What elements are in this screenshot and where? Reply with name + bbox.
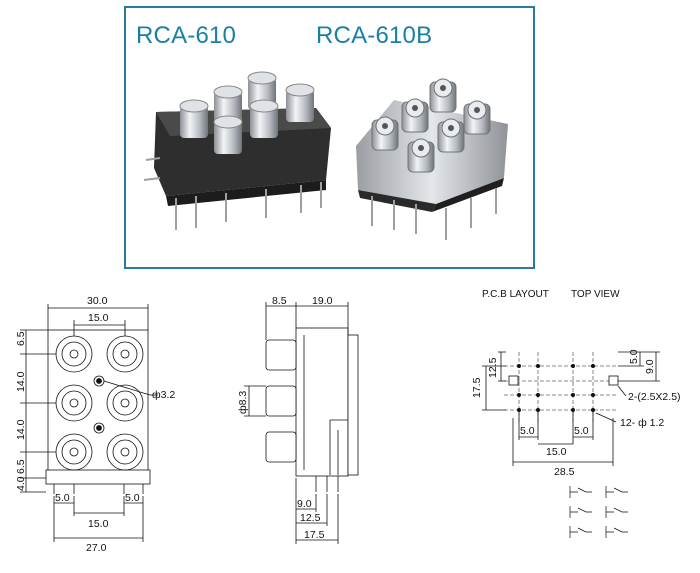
pcb-layout-drawing	[482, 351, 660, 466]
dim-pitch-top: 15.0	[88, 312, 109, 324]
dim-pin-offset: 4.0	[15, 476, 27, 491]
rca-610-connector-image	[143, 71, 331, 230]
dim-pitch-v2: 14.0	[15, 419, 27, 440]
dim-pin-right: 5.0	[125, 492, 140, 504]
model-label-rca-610b: RCA-610B	[316, 22, 433, 49]
dim-5-0-right: 5.0	[628, 349, 640, 364]
dim-slot: 2-(2.5X2.5)	[628, 391, 681, 403]
dim-jack-diameter: ф8.3	[237, 391, 249, 414]
dim-15-0: 15.0	[546, 446, 567, 458]
pcb-slot-right	[608, 375, 619, 386]
front-view-drawing	[20, 304, 158, 542]
product-photo-frame: RCA-610 RCA-610B	[124, 6, 535, 269]
dim-28-5: 28.5	[554, 466, 575, 478]
dim-holes: 12- ф 1.2	[620, 417, 664, 429]
switch-schematic	[569, 486, 628, 538]
dim-pin-pitch: 15.0	[88, 518, 109, 530]
dim-width-top: 30.0	[87, 295, 108, 307]
model-label-rca-610: RCA-610	[136, 22, 237, 49]
top-view-heading: TOP VIEW	[571, 289, 620, 300]
pcb-slot-left	[508, 375, 519, 386]
dim-offset-bottom: 6.5	[15, 459, 27, 474]
dim-5-0-left-bottom: 5.0	[520, 425, 535, 437]
pcb-holes	[517, 364, 595, 412]
dim-12-5: 12.5	[487, 357, 499, 378]
rca-610b-connector-image	[356, 78, 508, 240]
dim-body-length: 19.0	[312, 295, 333, 307]
dim-9-0: 9.0	[644, 359, 656, 374]
dim-pin-17-5: 17.5	[304, 529, 325, 541]
dim-5-0-right-bottom: 5.0	[574, 425, 589, 437]
dim-pin-12-5: 12.5	[300, 512, 321, 524]
pcb-layout-heading: P.C.B LAYOUT	[482, 289, 549, 300]
dim-pitch-v1: 14.0	[15, 371, 27, 392]
dim-hole: ф3.2	[152, 389, 175, 401]
dim-offset-top: 6.5	[15, 331, 27, 346]
side-view-drawing	[244, 302, 359, 544]
product-photo	[143, 71, 508, 240]
dim-pin-left: 5.0	[55, 492, 70, 504]
dim-17-5: 17.5	[471, 377, 483, 398]
dim-pin-9: 9.0	[297, 498, 312, 510]
dim-jack-length: 8.5	[272, 295, 287, 307]
dim-width-bottom: 27.0	[86, 542, 107, 554]
